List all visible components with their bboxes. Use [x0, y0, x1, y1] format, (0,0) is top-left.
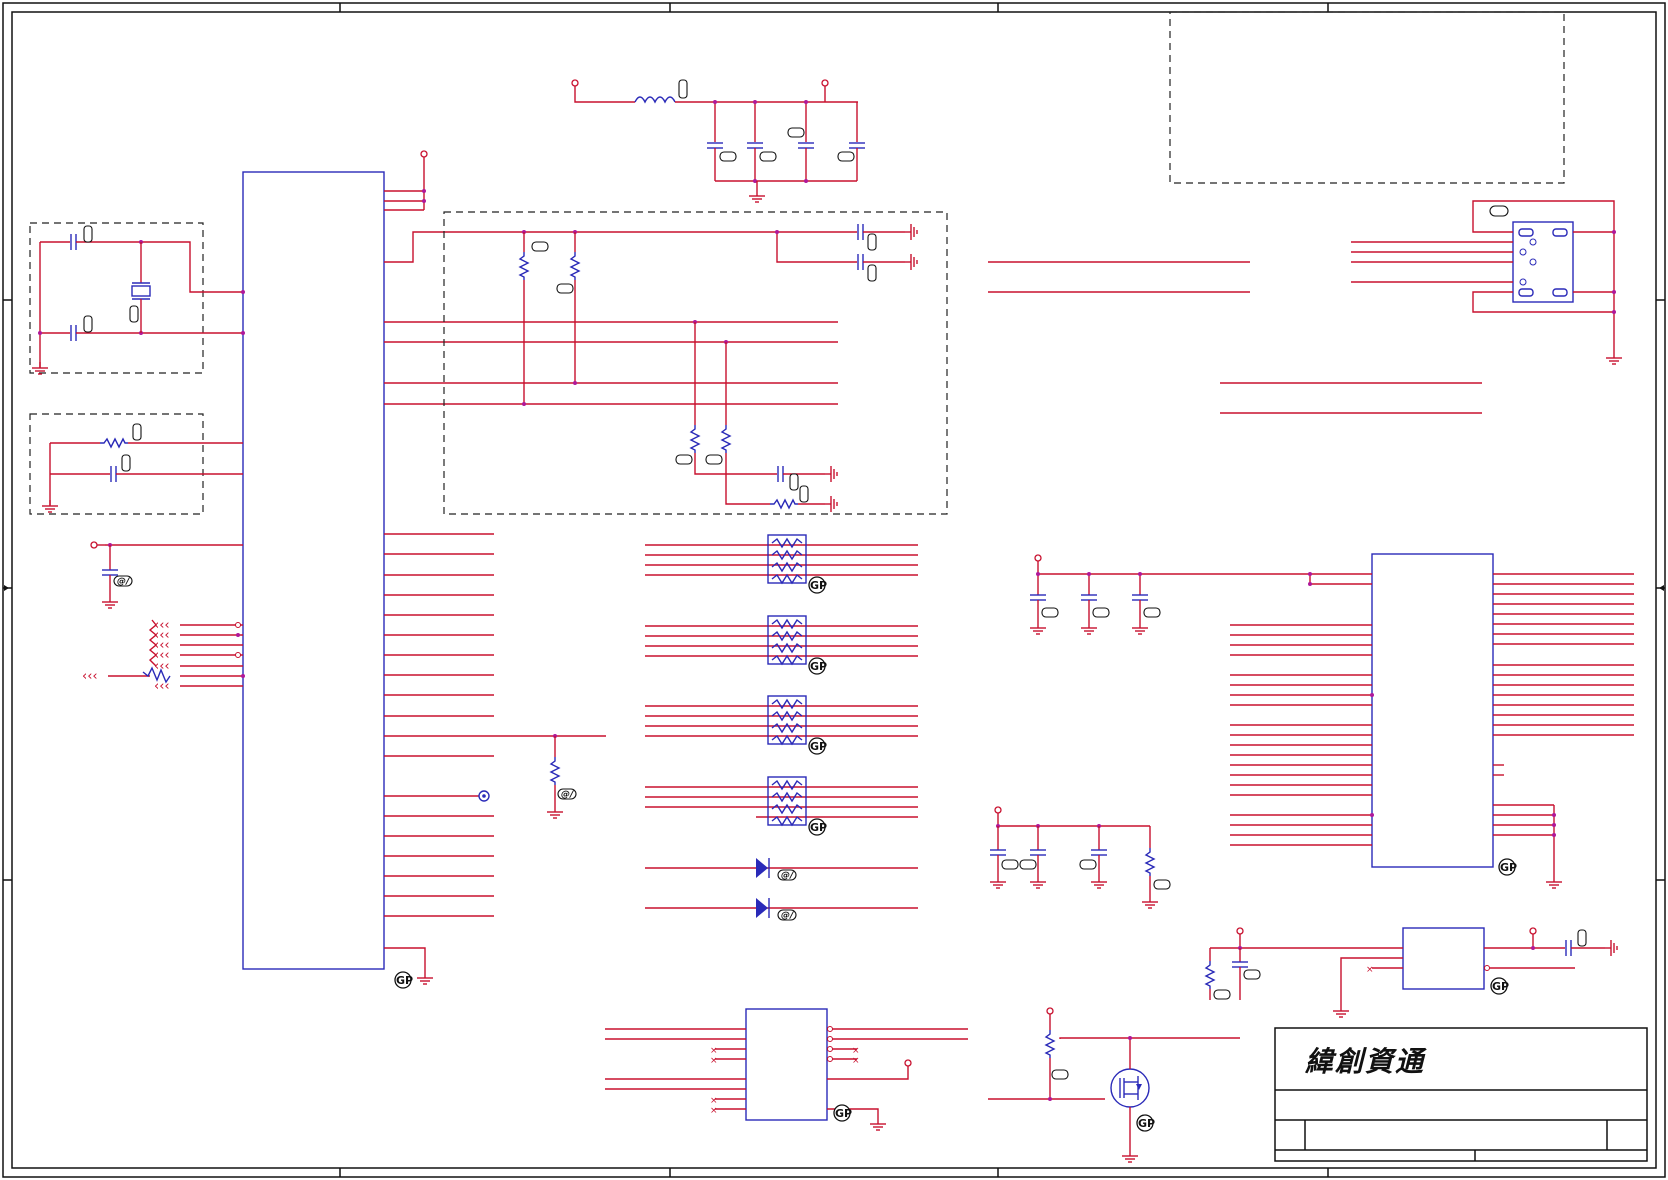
svg-text:GP: GP: [835, 1107, 852, 1120]
diode-icon: [645, 858, 918, 918]
svg-text:×: ×: [710, 1096, 718, 1106]
svg-text:×: ×: [852, 1056, 860, 1066]
svg-text:GP: GP: [1500, 861, 1517, 874]
mosfet-icon: [1110, 1068, 1150, 1108]
svg-text:‹‹‹: ‹‹‹: [154, 628, 170, 643]
svg-text:×: ×: [1366, 965, 1374, 975]
svg-text:@/: @/: [117, 577, 130, 587]
crystal-icon: [131, 285, 151, 297]
part-tags: @/ @/ @/ @/: [113, 575, 797, 921]
svg-text:×: ×: [710, 1106, 718, 1116]
main-ic: ‹‹‹ ‹‹‹ ‹‹‹ ‹‹‹ ‹‹‹ ‹‹‹ ‹‹‹: [82, 150, 838, 985]
regulator-ic: ×: [1205, 927, 1618, 1018]
placeholder-region: [1169, 11, 1565, 184]
svg-text:‹‹‹: ‹‹‹: [154, 648, 170, 663]
svg-text:‹‹‹: ‹‹‹: [154, 618, 170, 633]
svg-text:×: ×: [710, 1056, 718, 1066]
crystal-block: [29, 222, 245, 375]
svg-text:GP: GP: [810, 660, 827, 673]
svg-text:×: ×: [710, 1046, 718, 1056]
svg-text:‹‹‹: ‹‹‹: [82, 669, 98, 684]
mosfet-section: [988, 1007, 1240, 1163]
svg-text:GP: GP: [396, 974, 413, 987]
decoupling-caps: [989, 806, 1171, 909]
svg-text:‹‹‹: ‹‹‹: [154, 659, 170, 674]
svg-text:‹‹‹: ‹‹‹: [154, 638, 170, 653]
svg-text:@/: @/: [561, 790, 574, 800]
svg-text:GP: GP: [1138, 1117, 1155, 1130]
svg-text:×: ×: [852, 1046, 860, 1056]
company-name: 緯創資通: [1305, 1045, 1426, 1078]
svg-text:@/: @/: [781, 871, 794, 881]
power-filter: [571, 79, 866, 203]
svg-text:GP: GP: [810, 821, 827, 834]
ic-right-pins: [384, 321, 838, 985]
pullup-block: [443, 211, 948, 515]
title-block: [1274, 1027, 1648, 1162]
svg-text:GP: GP: [1492, 980, 1509, 993]
rc-block: [29, 413, 243, 515]
usb-connector-icon: [1351, 200, 1623, 365]
svg-text:GP: GP: [810, 740, 827, 753]
interface-ic: × × × × × ×: [605, 1008, 968, 1131]
right-ic: [1029, 553, 1634, 889]
ic-left-inputs: ‹‹‹ ‹‹‹ ‹‹‹ ‹‹‹ ‹‹‹ ‹‹‹ ‹‹‹: [82, 618, 245, 694]
svg-text:@/: @/: [781, 911, 794, 921]
inductor-icon: [634, 96, 676, 104]
gp-markers: GP GP GP GP GP GP GP GP GP: [394, 576, 1517, 1132]
signal-lines: [988, 261, 1482, 414]
resistor-network-icon: [645, 534, 918, 826]
svg-text:GP: GP: [810, 579, 827, 592]
